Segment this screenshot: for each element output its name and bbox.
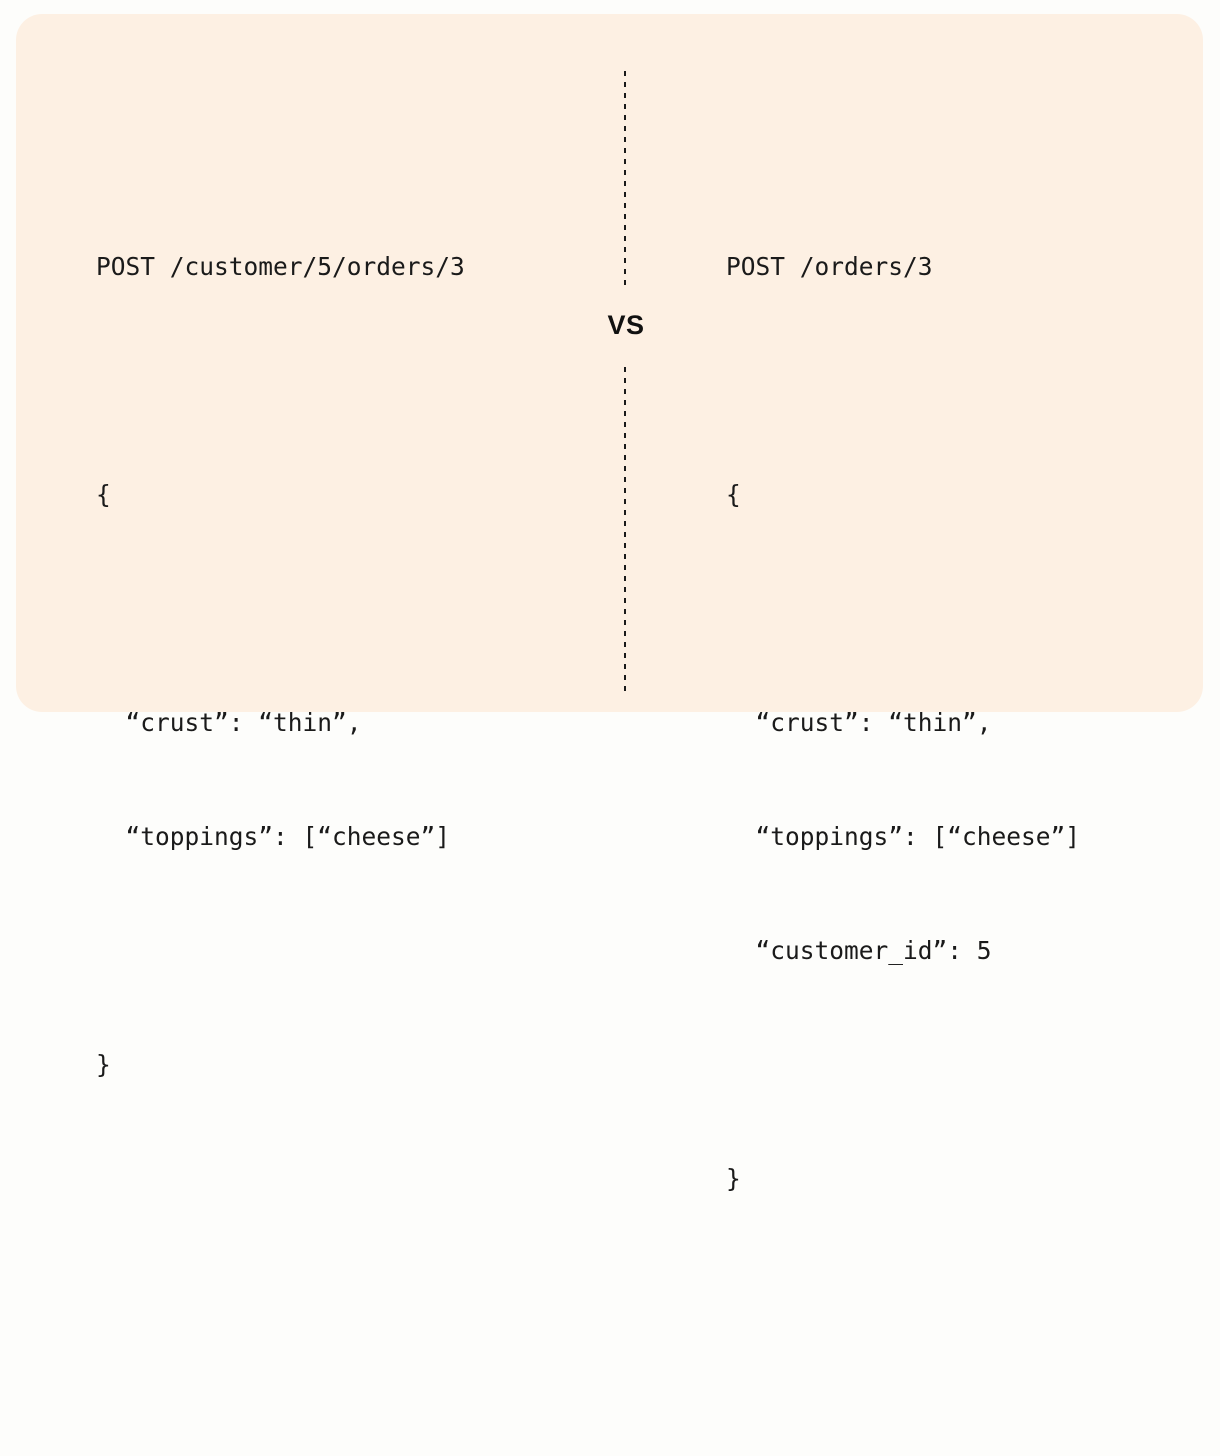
left-request-line-7: } <box>96 1050 111 1079</box>
left-request-line-5: “toppings”: [“cheese”] <box>96 822 451 851</box>
right-post-line-6: “customer_id”: 5 <box>726 936 992 965</box>
right-post-line-5: “toppings”: [“cheese”] <box>726 822 1081 851</box>
dotted-divider-bottom <box>624 367 626 691</box>
comparison-figure: POST /customer/5/orders/3 { “crust”: “th… <box>16 14 1203 1193</box>
right-request-column: POST /orders/3 { “crust”: “thin”, “toppi… <box>726 96 1186 1456</box>
left-request-block: POST /customer/5/orders/3 { “crust”: “th… <box>96 172 596 1160</box>
right-post-line-7 <box>726 1046 1186 1084</box>
left-request-line-6 <box>96 932 596 970</box>
right-post-line-3 <box>726 590 1186 628</box>
left-request-line-4: “crust”: “thin”, <box>96 708 362 737</box>
dotted-divider-top <box>624 71 626 289</box>
right-post-line-0: POST /orders/3 <box>726 252 933 281</box>
left-request-line-1 <box>96 362 596 400</box>
figure-card: POST /customer/5/orders/3 { “crust”: “th… <box>16 14 1203 1193</box>
left-request-line-0: POST /customer/5/orders/3 <box>96 252 465 281</box>
left-request-column: POST /customer/5/orders/3 { “crust”: “th… <box>96 96 596 1236</box>
left-request-line-2: { <box>96 480 111 509</box>
right-post-line-1 <box>726 362 1186 400</box>
right-post-line-2: { <box>726 480 741 509</box>
left-request-line-3 <box>96 590 596 628</box>
vs-label: VS <box>607 310 645 340</box>
right-post-line-8: } <box>726 1164 741 1193</box>
right-request-block-post: POST /orders/3 { “crust”: “thin”, “toppi… <box>726 172 1186 1274</box>
right-post-line-4: “crust”: “thin”, <box>726 708 992 737</box>
